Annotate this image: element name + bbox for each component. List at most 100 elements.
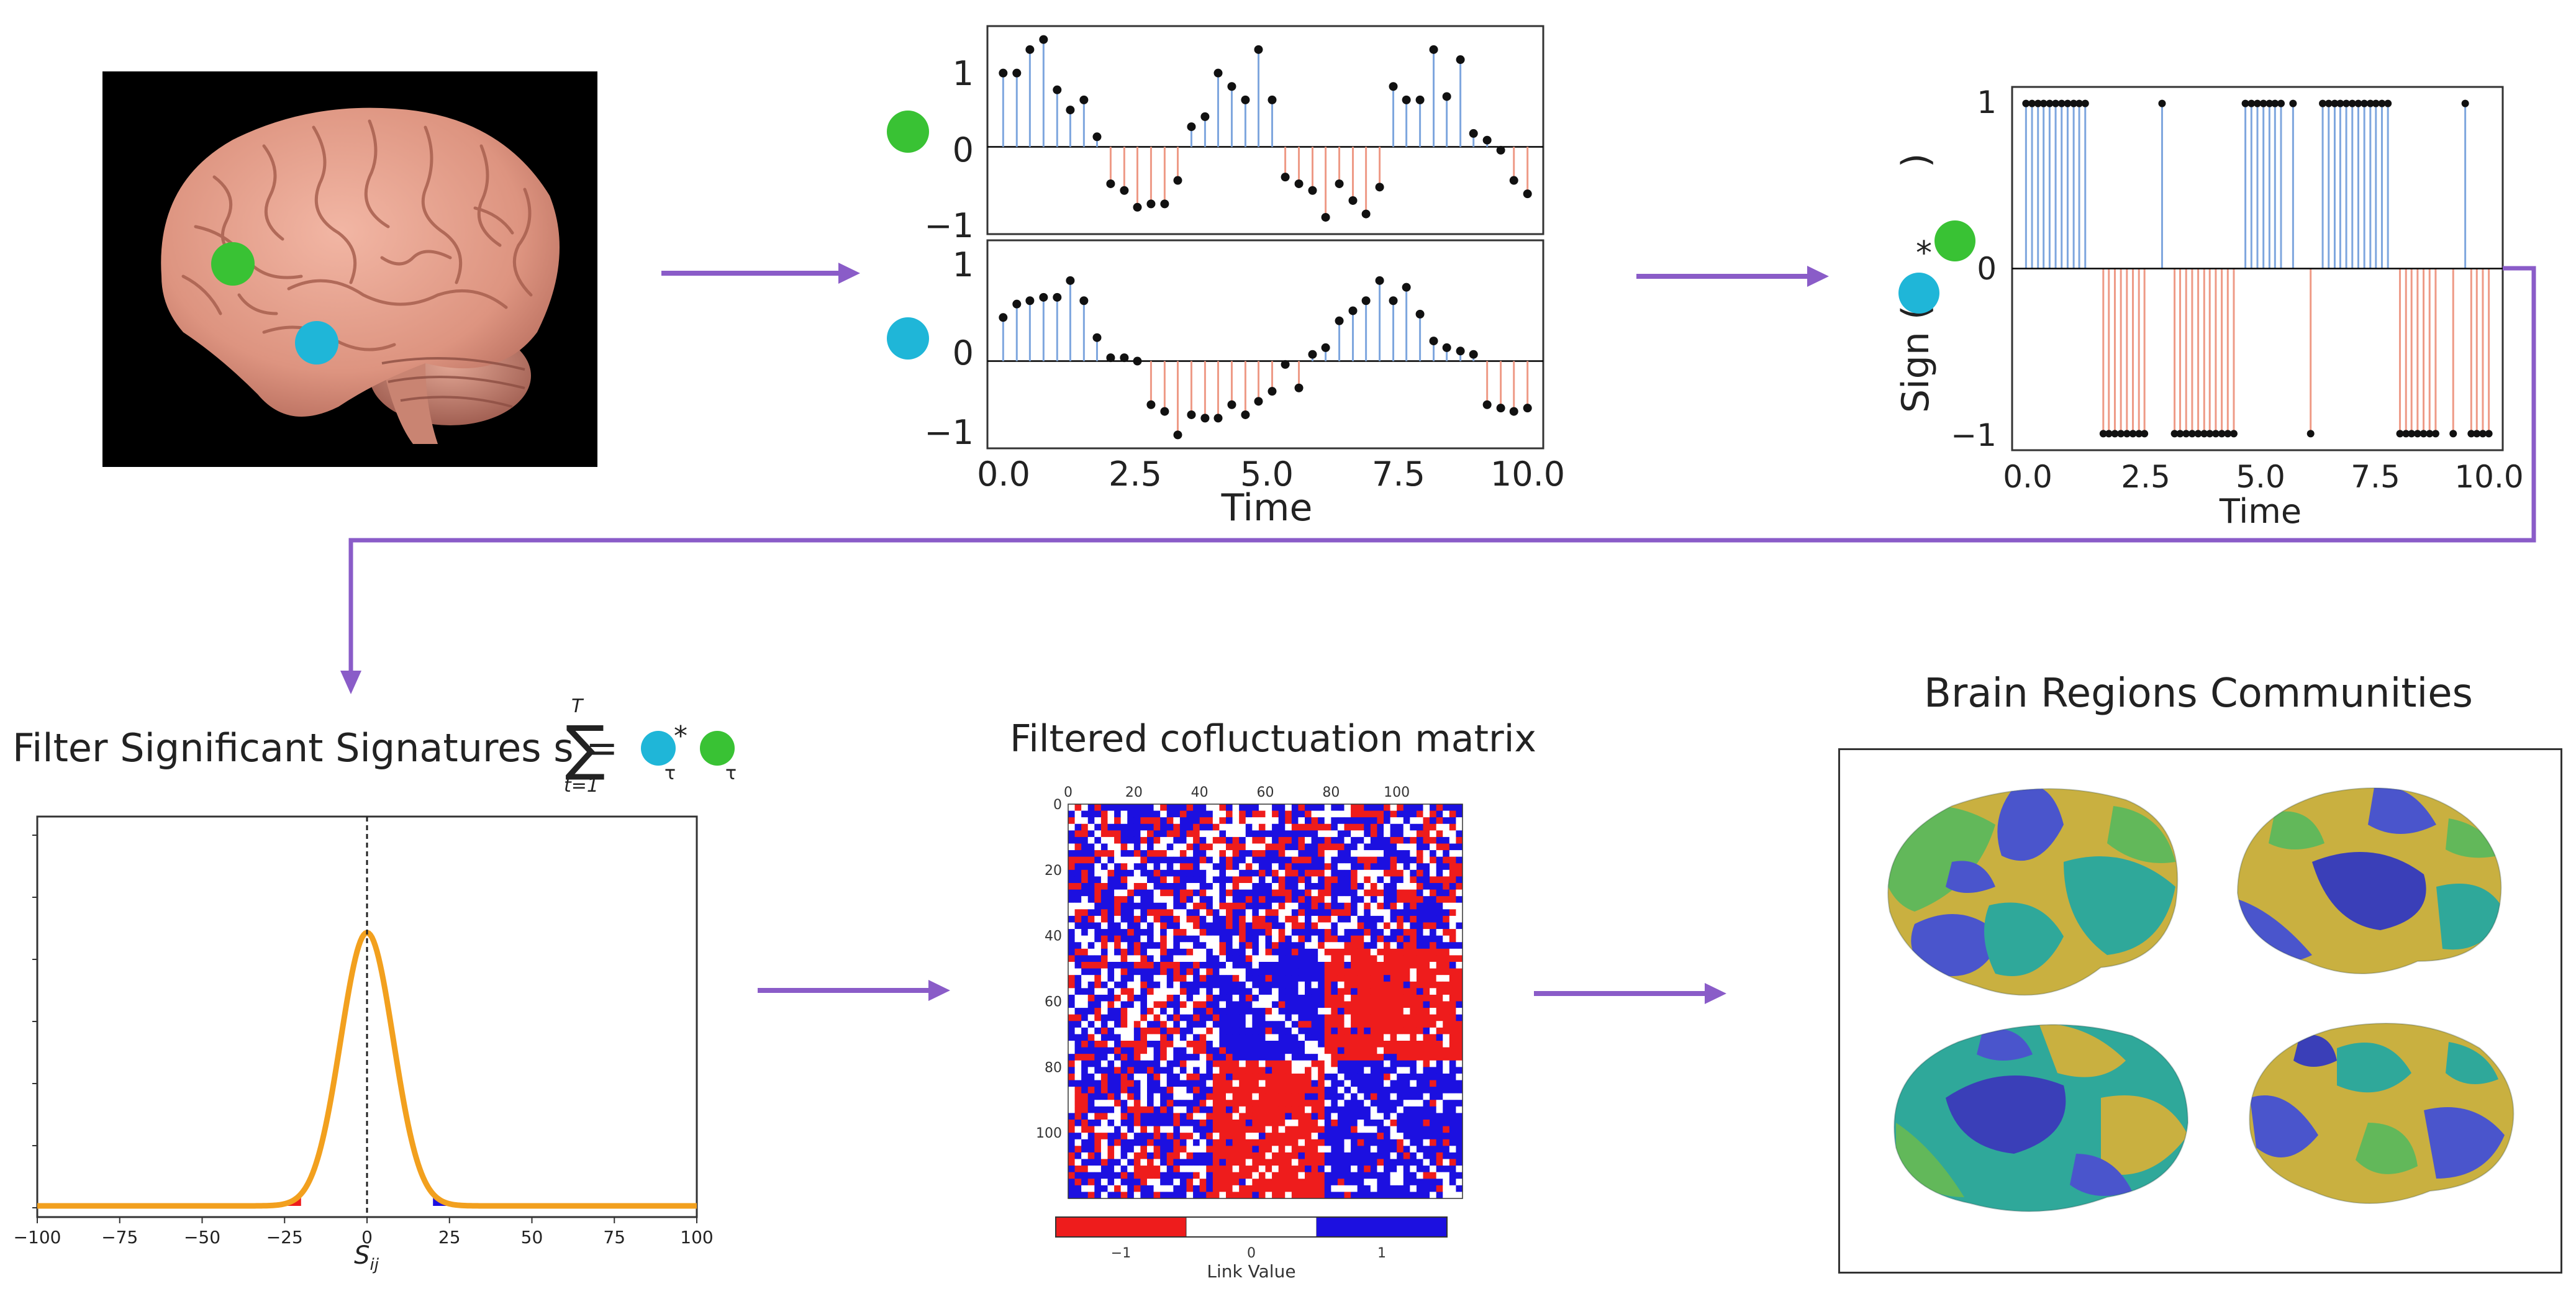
matrix-cell [1074,902,1082,910]
matrix-x-tick: 60 [1257,785,1274,800]
matrix-cell [1410,1120,1417,1126]
matrix-cell [1147,1087,1154,1094]
matrix-cell [1179,1166,1187,1173]
matrix-cell [1324,1080,1331,1087]
matrix-cell [1133,994,1141,1002]
stem-marker [1469,129,1478,138]
matrix-cell [1311,836,1318,844]
matrix-cell [1443,948,1450,956]
matrix-cell [1074,836,1082,844]
matrix-cell [1285,1192,1292,1199]
matrix-cell [1239,1146,1246,1153]
matrix-cell [1272,823,1279,831]
matrix-cell [1232,935,1240,943]
matrix-cell [1443,975,1450,982]
matrix-cell [1416,850,1423,858]
matrix-cell [1436,1179,1443,1186]
matrix-cell [1100,1159,1108,1166]
matrix-cell [1384,988,1390,995]
matrix-cell [1133,1014,1141,1021]
matrix-cell [1199,869,1207,877]
matrix-cell [1252,1087,1259,1094]
matrix-cell [1298,975,1305,982]
matrix-cell [1153,1139,1161,1146]
matrix-cell [1258,1146,1266,1153]
matrix-cell [1305,1021,1312,1028]
matrix-cell [1127,850,1135,858]
matrix-cell [1416,1027,1423,1035]
matrix-cell [1068,988,1075,995]
matrix-cell [1232,962,1240,969]
matrix-cell [1245,1008,1253,1015]
colorbar-red [1056,1217,1186,1237]
matrix-cell [1443,1041,1450,1048]
matrix-cell [1344,856,1351,864]
matrix-cell [1416,804,1423,811]
matrix-cell [1147,823,1154,831]
matrix-cell [1416,988,1423,995]
matrix-cell [1252,1054,1259,1061]
matrix-cell [1430,1166,1437,1173]
matrix-cell [1199,1152,1207,1159]
matrix-cell [1245,1073,1253,1080]
matrix-cell [1087,968,1095,976]
sign-stem-marker [2478,430,2487,438]
matrix-cell [1107,1087,1115,1094]
matrix-cell [1199,836,1207,844]
matrix-cell [1311,876,1318,884]
matrix-cell [1298,1166,1305,1173]
matrix-cell [1410,968,1417,976]
matrix-cell [1423,1080,1430,1087]
matrix-cell [1087,836,1095,844]
x-tick: 100 [680,1227,713,1247]
matrix-cell [1430,817,1437,825]
matrix-cell [1337,876,1345,884]
matrix-cell [1166,1113,1174,1120]
matrix-cell [1272,902,1279,910]
sign-stem-marker [2277,99,2285,107]
stem-marker [1281,173,1290,182]
matrix-cell [1133,1120,1141,1126]
matrix-cell [1436,1126,1443,1133]
matrix-cell [1133,876,1141,884]
matrix-cell [1107,1054,1115,1061]
matrix-cell [1443,1179,1450,1186]
matrix-cell [1166,1060,1174,1067]
matrix-cell [1390,1113,1397,1120]
matrix-cell [1219,1152,1227,1159]
matrix-cell [1226,1041,1233,1048]
matrix-cell [1344,1152,1351,1159]
matrix-cell [1173,1185,1181,1192]
matrix-cell [1449,1008,1456,1015]
matrix-cell [1449,883,1456,890]
matrix-cell [1377,1126,1384,1133]
matrix-cell [1416,883,1423,890]
matrix-cell [1127,876,1135,884]
matrix-cell [1423,804,1430,811]
matrix-cell [1443,1113,1450,1120]
matrix-cell [1285,856,1292,864]
matrix-cell [1087,1060,1095,1067]
matrix-cell [1456,1192,1463,1199]
matrix-cell [1087,994,1095,1002]
matrix-cell [1456,1139,1463,1146]
matrix-cell [1081,1152,1089,1159]
matrix-cell [1081,1159,1089,1166]
matrix-cell [1199,1172,1207,1179]
matrix-cell [1206,1146,1213,1153]
matrix-cell [1370,1120,1377,1126]
matrix-cell [1436,1100,1443,1107]
matrix-cell [1179,1073,1187,1080]
matrix-cell [1245,1185,1253,1192]
matrix-cell [1305,902,1312,910]
matrix-cell [1179,1047,1187,1054]
matrix-cell [1219,1008,1227,1015]
matrix-cell [1430,1001,1437,1008]
matrix-cell [1357,1192,1364,1199]
matrix-cell [1265,896,1272,903]
matrix-cell [1324,843,1331,851]
matrix-cell [1416,1139,1423,1146]
matrix-cell [1245,889,1253,897]
matrix-cell [1410,902,1417,910]
